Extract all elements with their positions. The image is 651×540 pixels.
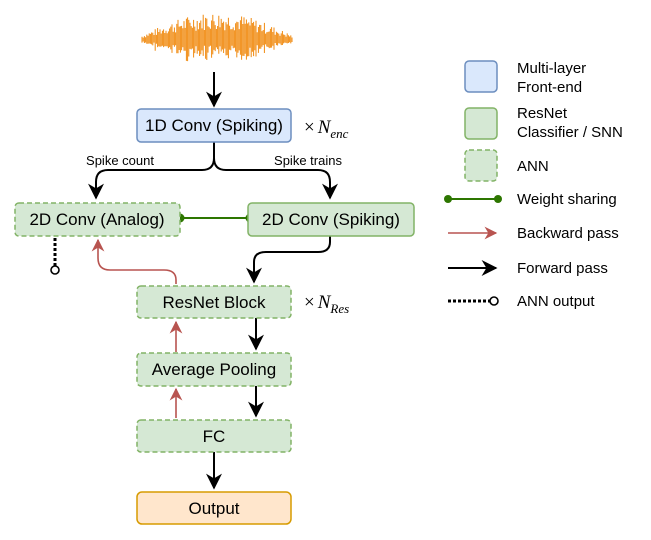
legend-ann-label: ANN <box>517 158 549 175</box>
node-resnet-block: ResNet Block <box>136 285 292 319</box>
edge-conv1d-to-analog <box>88 142 215 200</box>
node-average-pooling-label: Average Pooling <box>152 360 276 379</box>
legend-item-weight-sharing: Weight sharing <box>444 191 617 208</box>
legend-item-backward: Backward pass <box>448 225 619 242</box>
waveform-trace <box>141 14 293 62</box>
legend-item-ann: ANN <box>464 149 549 182</box>
node-resnet-block-label: ResNet Block <box>163 293 266 312</box>
legend-item-resnet: ResNet Classifier / SNN <box>464 105 623 141</box>
edge-backward-resnet-to-analog <box>91 238 177 284</box>
legend: Multi-layer Front-end ResNet Classifier … <box>444 60 623 310</box>
node-fc-label: FC <box>203 427 226 446</box>
legend-item-frontend: Multi-layer Front-end <box>464 60 586 96</box>
node-conv1d-label: 1D Conv (Spiking) <box>145 116 283 135</box>
audio-waveform-icon <box>141 14 293 62</box>
edge-conv1d-to-spiking <box>213 142 338 200</box>
legend-forward-label: Forward pass <box>517 260 608 277</box>
legend-frontend-line1: Multi-layer <box>517 60 586 77</box>
legend-frontend-line2: Front-end <box>517 79 582 96</box>
legend-backward-label: Backward pass <box>517 225 619 242</box>
multiplier-res: ×NRes <box>304 292 349 316</box>
edge-spiking-to-resnet <box>246 236 331 284</box>
legend-weight-sharing-label: Weight sharing <box>517 191 617 208</box>
node-conv2d-analog-label: 2D Conv (Analog) <box>29 210 164 229</box>
legend-resnet-line2: Classifier / SNN <box>517 124 623 141</box>
node-conv2d-spiking: 2D Conv (Spiking) <box>247 202 415 237</box>
node-fc: FC <box>136 419 292 453</box>
legend-item-ann-output: ANN output <box>448 293 595 310</box>
node-conv1d: 1D Conv (Spiking) <box>136 108 292 143</box>
node-output: Output <box>136 491 292 525</box>
node-conv2d-spiking-label: 2D Conv (Spiking) <box>262 210 400 229</box>
edge-label-spike-count: Spike count <box>86 153 154 168</box>
node-average-pooling: Average Pooling <box>136 352 292 387</box>
legend-item-forward: Forward pass <box>448 260 608 277</box>
edge-label-spike-trains: Spike trains <box>274 153 342 168</box>
node-conv2d-analog: 2D Conv (Analog) <box>14 202 181 237</box>
weight-sharing-link <box>175 213 255 223</box>
node-output-label: Output <box>188 499 239 518</box>
ann-output-link <box>50 238 60 275</box>
legend-ann-output-label: ANN output <box>517 293 595 310</box>
legend-resnet-line1: ResNet <box>517 105 568 122</box>
multiplier-enc: ×Nenc <box>304 117 349 141</box>
